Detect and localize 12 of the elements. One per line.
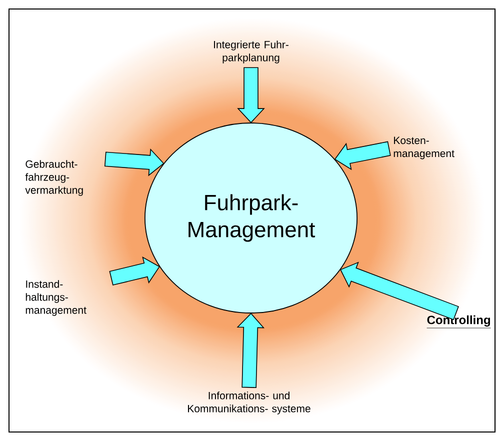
block-arrow: [109, 256, 160, 286]
topic-label: Gebraucht- fahrzeug- vermarktung: [25, 160, 83, 196]
topic-label: Kosten- management: [394, 136, 454, 160]
topic-label: Informations- und Kommunikations- systeme: [188, 392, 310, 414]
topic-label: Integrierte Fuhr- parkplanung: [214, 40, 288, 64]
block-arrow: [334, 141, 391, 170]
heading-label: Controlling: [426, 315, 491, 328]
block-arrow: [237, 67, 265, 124]
block-arrow: [104, 148, 164, 176]
topic-label: Instand- haltungs- management: [26, 280, 86, 316]
block-arrow: [340, 262, 459, 320]
block-arrow: [236, 312, 265, 388]
